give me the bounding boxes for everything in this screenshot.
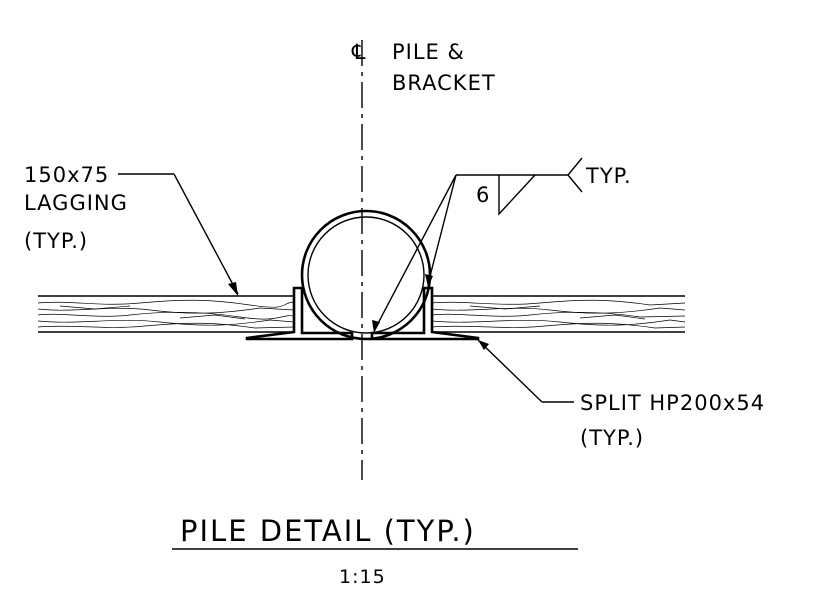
- bracket-right: [370, 286, 480, 341]
- lagging-leader: [118, 173, 239, 296]
- centerline-label-line1: PILE &: [392, 40, 465, 64]
- centerline-symbol: ℄: [351, 40, 366, 64]
- lagging-right: [431, 295, 686, 333]
- detail-scale: 1:15: [339, 566, 386, 588]
- weld-size: 6: [476, 183, 490, 207]
- bracket-label-line1: SPLIT HP200x54: [580, 391, 765, 415]
- weld-symbol: [372, 157, 583, 333]
- lagging-label-line2: LAGGING: [24, 191, 128, 215]
- bracket-left: [245, 286, 354, 341]
- centerline-label-line2: BRACKET: [392, 71, 496, 95]
- bracket-leader: [477, 339, 574, 403]
- lagging-label-line3: (TYP.): [24, 229, 88, 253]
- bracket-label-line2: (TYP.): [580, 426, 644, 450]
- lagging-label-line1: 150x75: [24, 163, 109, 187]
- weld-note: TYP.: [585, 164, 632, 188]
- pile-pipe: [300, 209, 432, 341]
- detail-title: PILE DETAIL (TYP.): [180, 514, 476, 548]
- lagging-left: [37, 295, 295, 333]
